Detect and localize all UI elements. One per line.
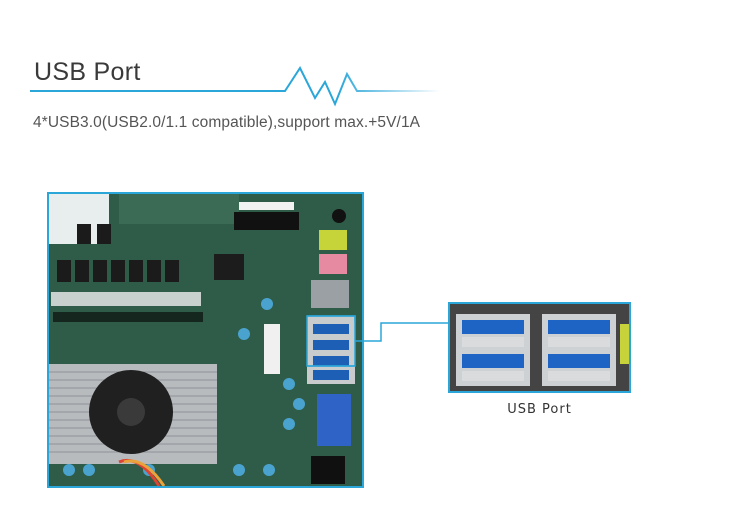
heartbeat-line-decoration [30,65,440,107]
motherboard-image [47,192,364,488]
usb-port-caption: USB Port [507,402,572,417]
section-title: USB Port [34,58,141,86]
usb-port-closeup-image [448,302,631,393]
usb-ports-illustration [450,304,629,391]
motherboard-illustration [49,194,362,486]
usb-spec-text: 4*USB3.0(USB2.0/1.1 compatible),support … [33,114,421,131]
